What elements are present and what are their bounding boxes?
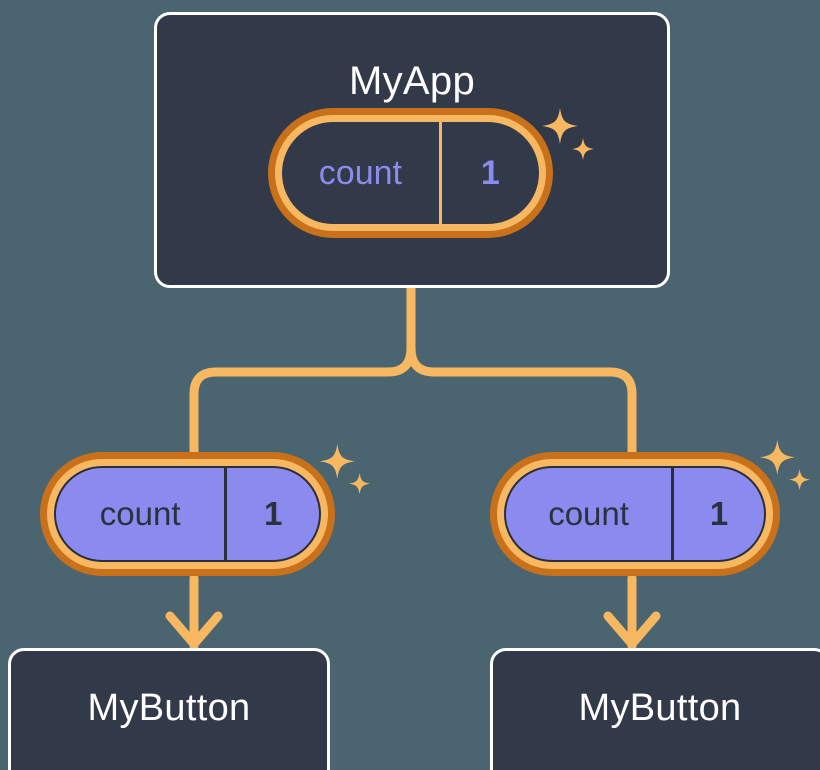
state-key: count [548, 495, 629, 532]
sparkle-large [319, 443, 355, 479]
component-box-mybutton-right[interactable]: MyButton [490, 648, 820, 770]
state-pill-ring: count 1 [497, 459, 773, 569]
state-value: 1 [438, 122, 539, 224]
state-pill-ring: count 1 [47, 459, 328, 569]
state-pill-child-right[interactable]: count 1 [490, 452, 780, 576]
wire-arrow-right-head [603, 611, 661, 649]
sparkle-large [759, 439, 795, 475]
state-pill-body: count 1 [504, 466, 766, 562]
state-pill-ring: count 1 [275, 115, 546, 231]
state-value: 1 [671, 468, 764, 560]
state-pill-body: count 1 [282, 122, 539, 224]
state-value: 1 [224, 468, 319, 560]
state-key: count [318, 153, 402, 192]
component-title-myapp: MyApp [349, 59, 475, 103]
sparkle-small [788, 468, 811, 491]
wire-branch-right [406, 343, 637, 457]
state-key: count [99, 495, 181, 532]
state-pill-myapp[interactable]: count 1 [268, 108, 553, 238]
component-title-mybutton: MyButton [87, 687, 251, 729]
component-title-mybutton: MyButton [578, 687, 742, 729]
component-box-mybutton-left[interactable]: MyButton [8, 648, 330, 770]
state-pill-body: count 1 [54, 466, 321, 562]
wire-branch-left [189, 343, 416, 457]
wire-arrow-left-head [165, 611, 223, 649]
state-pill-child-left[interactable]: count 1 [40, 452, 335, 576]
sparkle-small [348, 472, 371, 495]
